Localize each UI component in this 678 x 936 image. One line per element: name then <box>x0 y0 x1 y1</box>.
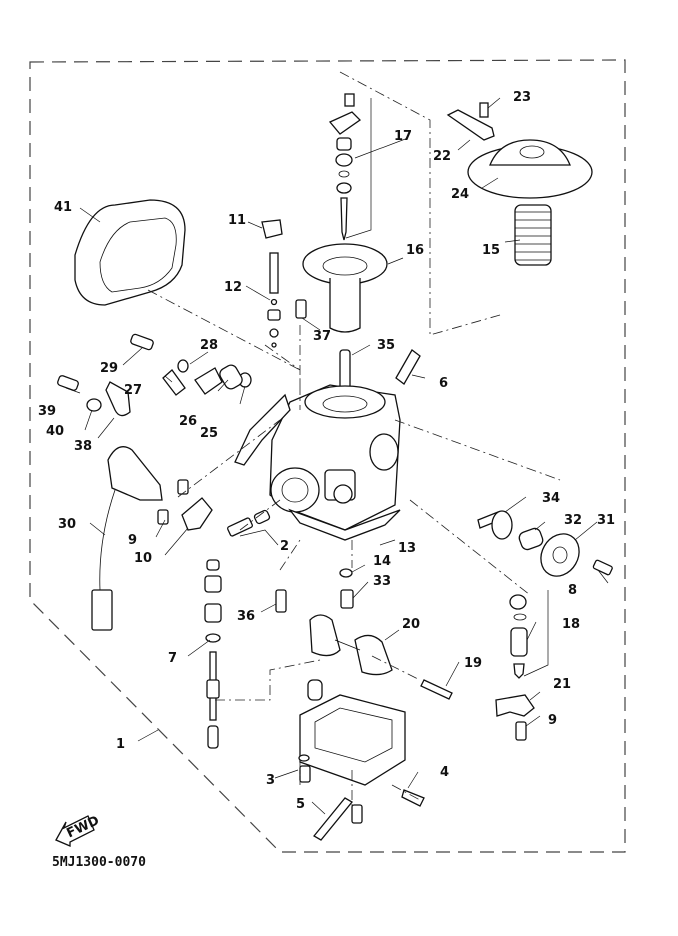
callout-24: 24 <box>451 187 469 202</box>
guide-lines <box>147 71 561 810</box>
callout-27: 27 <box>124 383 142 398</box>
plunger-cap <box>261 219 283 239</box>
needle-valve <box>509 590 549 679</box>
starter-plunger <box>267 252 281 348</box>
callout-14: 14 <box>373 554 391 569</box>
lever-screw <box>479 102 489 118</box>
callout-8: 8 <box>568 583 577 598</box>
cable-bracket <box>181 497 213 531</box>
callout-25: 25 <box>200 426 218 441</box>
throttle-stop-screw <box>227 509 271 537</box>
callout-18: 18 <box>562 617 580 632</box>
callout-33: 33 <box>373 574 391 589</box>
choke-screw <box>130 333 154 351</box>
callout-6: 6 <box>439 376 448 391</box>
air-filter-element <box>74 199 186 306</box>
assembly-border <box>29 59 626 853</box>
coasting-enricher <box>477 510 613 577</box>
forward-direction-arrow: FWD <box>55 813 102 847</box>
callout-40: 40 <box>46 424 64 439</box>
piston-spring <box>514 204 552 266</box>
svg-text:FWD: FWD <box>65 813 102 841</box>
callout-26: 26 <box>179 414 197 429</box>
throttle-stop-lever <box>446 109 495 141</box>
o-ring <box>86 398 102 412</box>
callout-1: 1 <box>116 737 125 752</box>
drain-screw <box>340 589 354 609</box>
callout-3: 3 <box>266 773 275 788</box>
leader-lines <box>65 97 609 815</box>
callout-21: 21 <box>553 677 571 692</box>
callout-4: 4 <box>440 765 449 780</box>
callout-34: 34 <box>542 491 560 506</box>
float-plate <box>495 694 535 717</box>
idle-screw <box>57 375 79 391</box>
callout-23: 23 <box>513 90 531 105</box>
callout-9b: 9 <box>548 713 557 728</box>
callout-11: 11 <box>228 213 246 228</box>
callout-36: 36 <box>237 609 255 624</box>
float-chamber <box>298 679 425 841</box>
drain-washer <box>339 568 353 578</box>
choke-lever <box>194 367 223 395</box>
pilot-jet <box>275 589 287 613</box>
callout-38: 38 <box>74 439 92 454</box>
pilot-screw <box>295 299 307 319</box>
callout-39: 39 <box>38 404 56 419</box>
callout-9a: 9 <box>128 533 137 548</box>
callout-31: 31 <box>597 513 615 528</box>
cable-screw <box>177 479 189 495</box>
float <box>309 614 393 676</box>
callout-5: 5 <box>296 797 305 812</box>
bracket-screw <box>157 509 169 525</box>
callout-12: 12 <box>224 280 242 295</box>
callout-22: 22 <box>433 149 451 164</box>
callout-20: 20 <box>402 617 420 632</box>
callout-13: 13 <box>398 541 416 556</box>
callout-17: 17 <box>394 129 412 144</box>
starter-cable <box>91 446 163 631</box>
jet-stack <box>204 559 222 749</box>
callout-2: 2 <box>280 539 289 554</box>
callout-15: 15 <box>482 243 500 258</box>
float-pin <box>420 679 453 700</box>
callout-41: 41 <box>54 200 72 215</box>
needle-assembly <box>328 93 372 241</box>
choke-washer <box>177 359 189 373</box>
callout-16: 16 <box>406 243 424 258</box>
callout-7: 7 <box>168 651 177 666</box>
diaphragm-cover <box>467 139 593 199</box>
vacuum-diaphragm-piston <box>302 243 388 333</box>
callout-32: 32 <box>564 513 582 528</box>
callout-30: 30 <box>58 517 76 532</box>
callout-10: 10 <box>134 551 152 566</box>
callout-37: 37 <box>313 329 331 344</box>
vent-hose <box>395 349 421 385</box>
carburetor-body <box>234 384 401 541</box>
callout-28: 28 <box>200 338 218 353</box>
callout-29: 29 <box>100 361 118 376</box>
callout-35: 35 <box>377 338 395 353</box>
callout-19: 19 <box>464 656 482 671</box>
figure-code: 5MJ1300-0070 <box>52 855 146 870</box>
plate-screw <box>515 721 527 741</box>
bracket <box>105 381 131 417</box>
choke-pin <box>162 369 186 396</box>
